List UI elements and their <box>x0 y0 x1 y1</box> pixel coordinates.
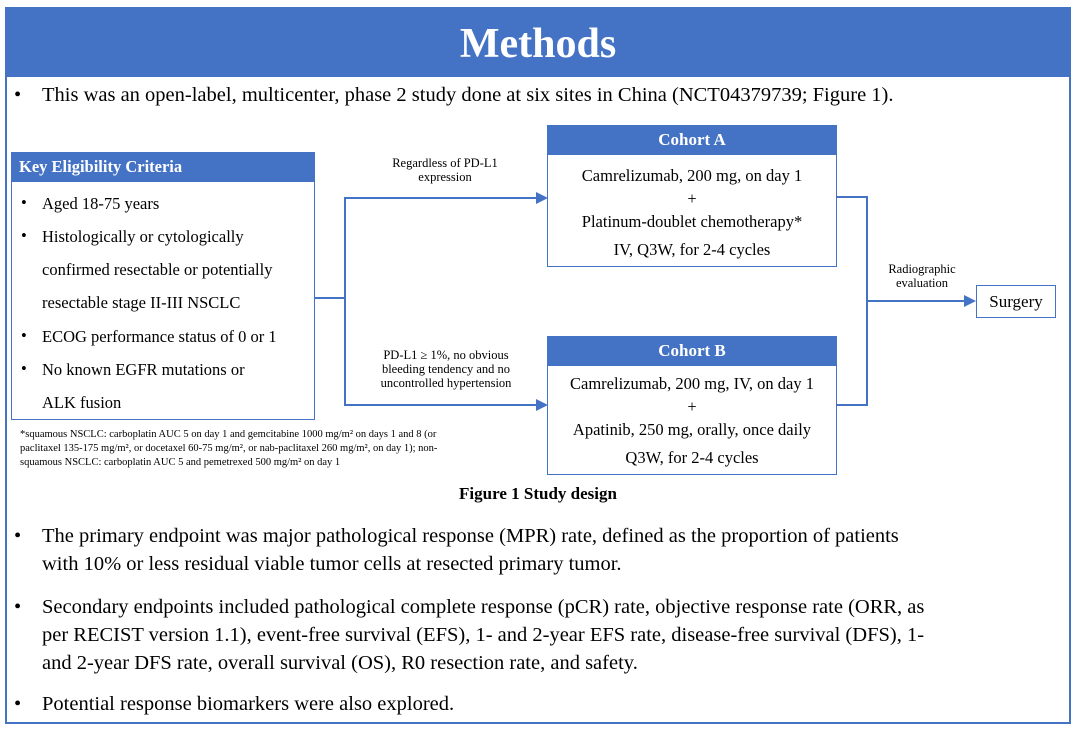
cohort-a-line: Camrelizumab, 200 mg, on day 1 <box>581 166 803 185</box>
condition-line: uncontrolled hypertension <box>380 376 512 390</box>
radiographic-line: evaluation <box>895 276 949 290</box>
footnote-line: *squamous NSCLC: carboplatin AUC 5 on da… <box>20 429 437 440</box>
cohort-b-line: Q3W, for 2-4 cycles <box>625 448 759 467</box>
cohort-a-plus: + <box>687 189 697 208</box>
arrow-head-icon <box>964 295 976 307</box>
cohort-b-line: Camrelizumab, 200 mg, IV, on day 1 <box>570 374 814 393</box>
connector-line <box>315 297 345 299</box>
condition-line: expression <box>418 170 472 184</box>
radiographic-label: Radiographic evaluation <box>872 262 972 290</box>
eligibility-title: Key Eligibility Criteria <box>11 152 315 182</box>
cohort-b-plus: + <box>687 397 697 416</box>
cohort-a-title: Cohort A <box>547 125 837 155</box>
cohort-a-line: Platinum-doublet chemotherapy* <box>581 212 803 231</box>
bullet-marker: • <box>21 226 27 245</box>
bullet-marker: • <box>14 596 22 618</box>
connector-line <box>837 196 867 198</box>
biomarkers-text: Potential response biomarkers were also … <box>42 693 455 715</box>
condition-line: Regardless of PD-L1 <box>392 156 498 170</box>
connector-line <box>344 197 346 406</box>
footnote-line: squamous NSCLC: carboplatin AUC 5 and pe… <box>20 457 341 468</box>
bullet-marker: • <box>14 84 22 106</box>
primary-endpoint-text: The primary endpoint was major pathologi… <box>42 525 899 547</box>
connector-line <box>344 404 540 406</box>
bullet-marker: • <box>14 525 22 547</box>
connector-line <box>866 300 966 302</box>
criteria-item: Histologically or cytologically <box>42 227 244 246</box>
figure-caption: Figure 1 Study design <box>459 484 617 503</box>
surgery-box: Surgery <box>976 285 1056 318</box>
cohort-a-condition: Regardless of PD-L1 expression <box>360 156 530 184</box>
criteria-item: ALK fusion <box>42 393 122 412</box>
arrow-head-icon <box>536 192 548 204</box>
footnote-line: paclitaxel 135-175 mg/m², or docetaxel 6… <box>20 443 438 454</box>
criteria-item: No known EGFR mutations or <box>42 360 245 379</box>
condition-line: bleeding tendency and no <box>381 362 511 376</box>
cohort-b-condition: PD-L1 ≥ 1%, no obvious bleeding tendency… <box>356 348 536 390</box>
cohort-b-line: Apatinib, 250 mg, orally, once daily <box>572 420 812 439</box>
connector-line <box>344 197 540 199</box>
criteria-item: Aged 18-75 years <box>42 194 160 213</box>
connector-line <box>837 404 867 406</box>
criteria-item: resectable stage II-III NSCLC <box>42 293 241 312</box>
bullet-marker: • <box>21 326 27 345</box>
primary-endpoint-text: with 10% or less residual viable tumor c… <box>42 553 622 575</box>
criteria-item: ECOG performance status of 0 or 1 <box>42 327 277 346</box>
secondary-endpoint-text: Secondary endpoints included pathologica… <box>42 596 925 618</box>
bullet-marker: • <box>21 193 27 212</box>
cohort-b-title: Cohort B <box>547 336 837 366</box>
page-title: Methods <box>5 7 1071 77</box>
intro-text: This was an open-label, multicenter, pha… <box>42 84 894 106</box>
criteria-item: confirmed resectable or potentially <box>42 260 273 279</box>
bullet-marker: • <box>21 359 27 378</box>
secondary-endpoint-text: and 2-year DFS rate, overall survival (O… <box>42 652 638 674</box>
cohort-a-line: IV, Q3W, for 2-4 cycles <box>613 240 771 259</box>
radiographic-line: Radiographic <box>888 262 956 276</box>
secondary-endpoint-text: per RECIST version 1.1), event-free surv… <box>42 624 925 646</box>
eligibility-box <box>11 152 315 420</box>
bullet-marker: • <box>14 693 22 715</box>
condition-line: PD-L1 ≥ 1%, no obvious <box>383 348 509 362</box>
arrow-head-icon <box>536 399 548 411</box>
footnote: *squamous NSCLC: carboplatin AUC 5 on da… <box>20 428 540 470</box>
